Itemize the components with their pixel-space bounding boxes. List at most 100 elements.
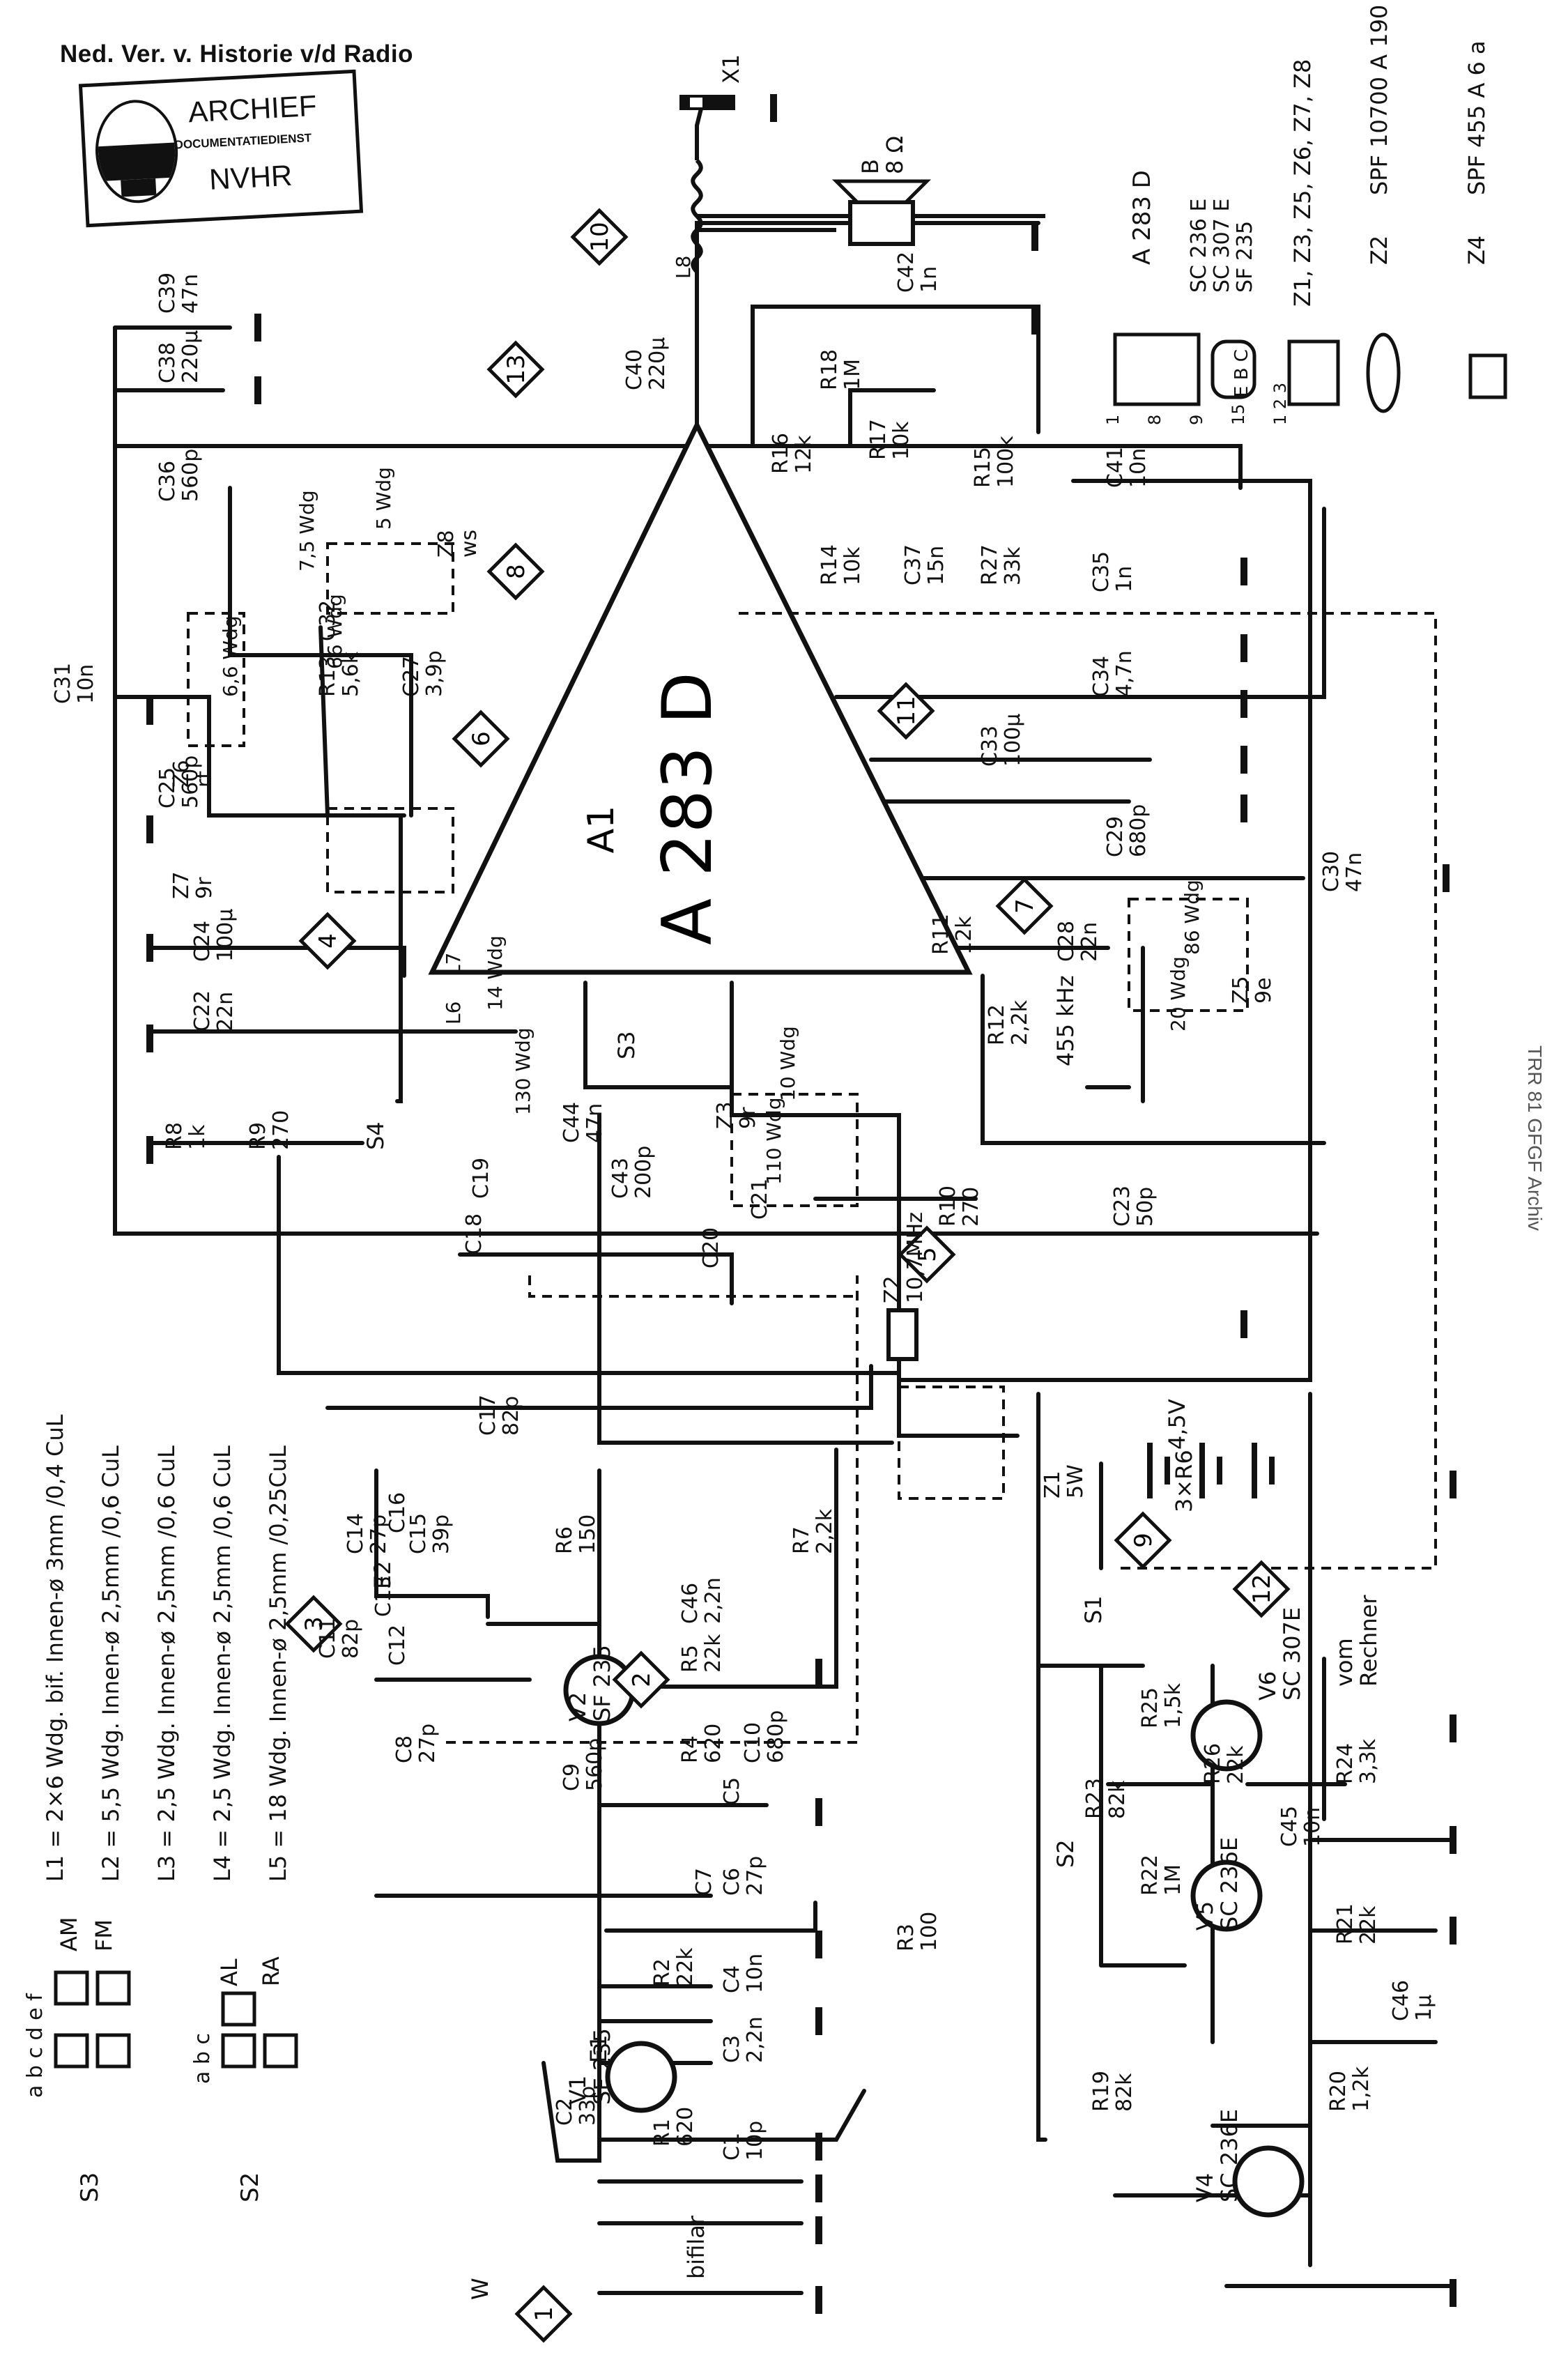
- coil-label: 10 Wdg: [776, 1026, 799, 1101]
- component-label: C344,7n: [1089, 650, 1137, 697]
- misc-label: bifilar: [683, 2215, 709, 2279]
- misc-label: S3: [613, 1031, 640, 1059]
- transistor-label: V4SC 236E: [1192, 2109, 1243, 2202]
- component-label: R1612k: [769, 433, 816, 474]
- transistor-label: V1SF 235: [564, 2028, 615, 2105]
- filter-label: Z39r: [713, 1101, 760, 1129]
- component-label: C9560p: [560, 1738, 607, 1791]
- marker-label: 4: [314, 933, 342, 949]
- component-label: R15100k: [971, 436, 1018, 488]
- coil-label: 66 Wdg: [323, 594, 346, 669]
- archive-footer: TRR 81 GFGF Archiv: [1524, 1045, 1546, 1232]
- marker-label: 5: [914, 1247, 941, 1262]
- filter-label: Z59e: [1229, 976, 1276, 1004]
- component-label: C3047n: [1319, 851, 1367, 892]
- marker-label: 9: [1130, 1533, 1158, 1548]
- component-label: C12: [385, 1625, 410, 1666]
- filter-label: Z6rt: [169, 760, 217, 788]
- switch-s3-positions: a b c d e f: [23, 1993, 47, 2098]
- transistor-v6: [1190, 1699, 1263, 1772]
- marker-4: 4: [298, 912, 357, 970]
- misc-label: B8 Ω: [857, 136, 908, 174]
- component-label: C20: [699, 1227, 723, 1268]
- pinout-z1-label: Z1, Z3, Z5, Z6, Z7, Z8: [1289, 59, 1316, 307]
- component-label: C627p: [720, 1856, 767, 1896]
- marker-11: 11: [877, 682, 935, 740]
- speaker-body: [848, 200, 915, 246]
- coil-pinout-sketch: [1287, 339, 1340, 406]
- component-label: R181M: [817, 349, 865, 390]
- component-label: C421n: [894, 252, 941, 293]
- marker-8: 8: [486, 542, 545, 601]
- pinout-transistor-label: SC 236 ESC 307 ESF 235: [1187, 199, 1257, 293]
- component-label: R6150: [553, 1514, 600, 1554]
- filter-z1-box: [898, 1386, 1005, 1500]
- ground-symbols: [146, 94, 1456, 2314]
- component-label: C10680p: [741, 1710, 788, 1763]
- pinout-ic-label: A 283 D: [1128, 170, 1156, 265]
- component-label: C1782p: [476, 1395, 523, 1436]
- component-label: C18: [462, 1213, 486, 1255]
- marker-1: 1: [514, 2285, 573, 2343]
- marker-7: 7: [995, 877, 1054, 935]
- component-label: C7: [692, 1868, 716, 1896]
- filter-label: Z8ws: [434, 530, 482, 558]
- component-label: C1182p: [316, 1618, 363, 1659]
- marker-label: 11: [893, 696, 921, 726]
- ic-a283d-body: [428, 420, 973, 975]
- component-label: C273,9p: [399, 650, 447, 697]
- coil-label: 130 Wdg: [512, 1027, 535, 1115]
- component-label: C4447n: [560, 1102, 607, 1143]
- transistor-label: V5SC 236E: [1192, 1837, 1243, 1931]
- coil-label: 14 Wdg: [484, 935, 507, 1011]
- component-label: C3110n: [51, 663, 98, 704]
- ic-designator: A1: [581, 806, 622, 854]
- switch-s3-am: AM: [56, 1917, 82, 1952]
- switch-s3-fm: FM: [91, 1919, 117, 1951]
- archive-header: Ned. Ver. v. Historie v/d Radio: [60, 40, 413, 68]
- component-label: C19: [469, 1158, 493, 1199]
- switch-legend-s2: [221, 1991, 298, 2069]
- filter-z8-box: [326, 542, 454, 615]
- coil-table-row: L5 = 18 Wdg. Innen-ø 2,5mm /0,25CuL: [265, 1445, 291, 1882]
- ic-type-label: A 283 D: [648, 672, 728, 945]
- component-label: C25560p: [155, 755, 203, 808]
- component-label: C827p: [392, 1724, 440, 1763]
- component-label: R3100: [894, 1912, 941, 1951]
- misc-label: 3×R6: [1171, 1450, 1197, 1512]
- component-label: R2733k: [978, 544, 1025, 585]
- marker-9: 9: [1114, 1511, 1172, 1570]
- component-label: R1982k: [1089, 2071, 1137, 2112]
- component-label: R9270: [246, 1110, 293, 1150]
- component-label: R243,3k: [1333, 1738, 1381, 1784]
- component-label: R251,5k: [1138, 1682, 1185, 1728]
- component-label: R2622k: [1201, 1743, 1248, 1784]
- z2-pinout-sketch: [1366, 332, 1401, 413]
- switch-legend-s3: [54, 1970, 131, 2069]
- marker-6: 6: [452, 709, 510, 768]
- marker-3: 3: [284, 1595, 343, 1653]
- coil-label: 86 Wdg: [1181, 880, 1204, 955]
- pinout-spf2: SPF 455 A 6 a: [1463, 40, 1490, 195]
- component-label: C24100µ: [190, 909, 238, 962]
- pinout-z2-label: Z2: [1366, 236, 1392, 265]
- coil-label: 20 Wdg: [1167, 956, 1190, 1031]
- component-label: R135,6k: [316, 651, 363, 697]
- switch-s2-ra: RA: [258, 1956, 284, 1986]
- misc-label: 4,5V: [1164, 1399, 1190, 1450]
- coil-label: 7,5 Wdg: [295, 490, 318, 572]
- pinout-pin-label: 1 2 3: [1270, 383, 1290, 425]
- marker-label: 6: [468, 731, 495, 746]
- marker-label: 13: [502, 354, 530, 384]
- component-label: C4110n: [1103, 447, 1151, 488]
- marker-label: 10: [586, 222, 614, 252]
- component-label: R221M: [1138, 1855, 1185, 1896]
- component-label: C110p: [720, 2121, 767, 2161]
- ic-pinout-sketch: [1113, 332, 1201, 406]
- pinout-pin-label: 8: [1145, 415, 1165, 425]
- component-label: C38220µ: [155, 330, 203, 383]
